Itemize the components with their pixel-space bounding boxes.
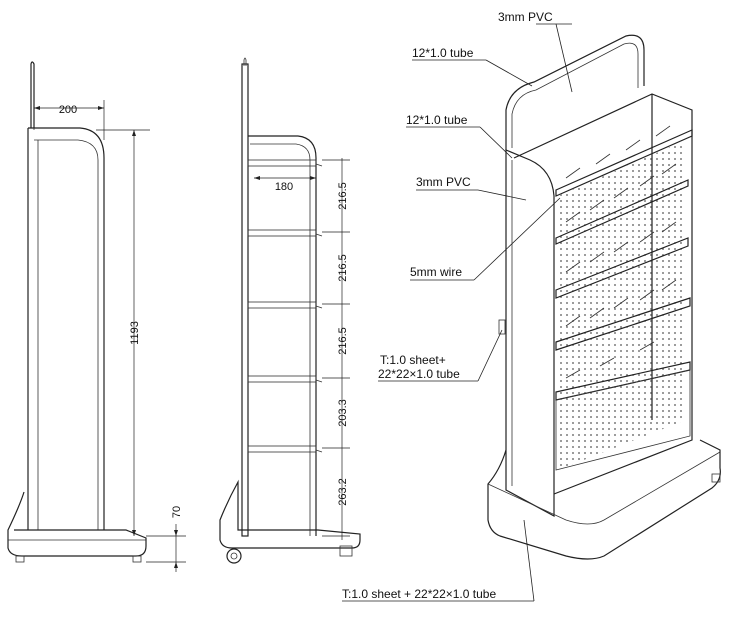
callout-sheet-line1: T:1.0 sheet+ [380, 353, 446, 367]
leader [479, 126, 513, 159]
rail [555, 237, 689, 299]
leader [523, 519, 535, 602]
bottom-bin [555, 369, 691, 471]
shelf [247, 229, 317, 237]
shelf-spacing-label: 216.5 [337, 327, 349, 355]
side-view-right: 180 216.5 216.5 216.5 203.3 263.2 [219, 57, 361, 564]
base-dim-label: 70 [171, 506, 183, 518]
foot [711, 473, 721, 483]
depth-dim-label: 180 [275, 181, 293, 193]
rail [555, 179, 689, 245]
leader [477, 329, 503, 382]
frame-inner [250, 143, 311, 536]
side-view-left: 200 1193 70 [7, 61, 186, 572]
shelf-spacing-label: 216.5 [337, 182, 349, 210]
callout-mid-pvc: 3mm PVC [416, 175, 471, 189]
panel-clip [498, 319, 506, 335]
rail [555, 129, 693, 197]
callout-wire: 5mm wire [410, 265, 462, 279]
caster-hub [230, 552, 238, 560]
foot-left [15, 555, 25, 563]
callout-top-pvc: 3mm PVC [498, 10, 553, 24]
callout-top-tube: 12*1.0 tube [412, 46, 474, 60]
leader [555, 23, 573, 93]
width-dim-label: 200 [59, 104, 77, 116]
rod-tip [243, 57, 247, 66]
leader [473, 197, 561, 281]
rail [555, 297, 691, 351]
shelf [247, 159, 317, 167]
height-dim-label: 1193 [129, 321, 141, 345]
base [219, 479, 361, 549]
base-top-edge [487, 451, 721, 525]
base [7, 491, 147, 557]
frame-front [248, 135, 317, 536]
frame-inner [34, 139, 99, 530]
shelf [247, 445, 317, 453]
back-panel [513, 93, 693, 495]
callouts: 3mm PVC 12*1.0 tube 12*1.0 tube 3mm PVC … [342, 10, 573, 602]
shelf-spacing-label: 203.3 [337, 399, 349, 427]
callout-base-sheet: T:1.0 sheet + 22*22×1.0 tube [342, 587, 496, 601]
shelf [247, 301, 317, 309]
hooks [565, 125, 677, 379]
shelves [247, 159, 323, 453]
callout-sheet-line2: 22*22×1.0 tube [378, 367, 460, 381]
rear-foot [339, 545, 353, 557]
caster-wheel [226, 548, 242, 564]
header-pvc [511, 42, 639, 148]
shelf-spacing-dims: 216.5 216.5 216.5 203.3 263.2 [322, 158, 350, 540]
shelf-spacing-label: 216.5 [337, 254, 349, 282]
base [487, 439, 721, 560]
side-panel [505, 149, 555, 518]
isometric-view [487, 34, 721, 560]
shelf-spacing-label: 263.2 [337, 478, 349, 506]
shelf [247, 375, 317, 383]
frame-outer [28, 127, 105, 530]
leader [485, 59, 533, 87]
back-rod [241, 63, 249, 537]
header-tube [505, 34, 645, 150]
top-rod [30, 61, 35, 128]
leader [477, 189, 527, 201]
callout-mid-tube: 12*1.0 tube [406, 113, 468, 127]
foot-right [132, 555, 142, 563]
